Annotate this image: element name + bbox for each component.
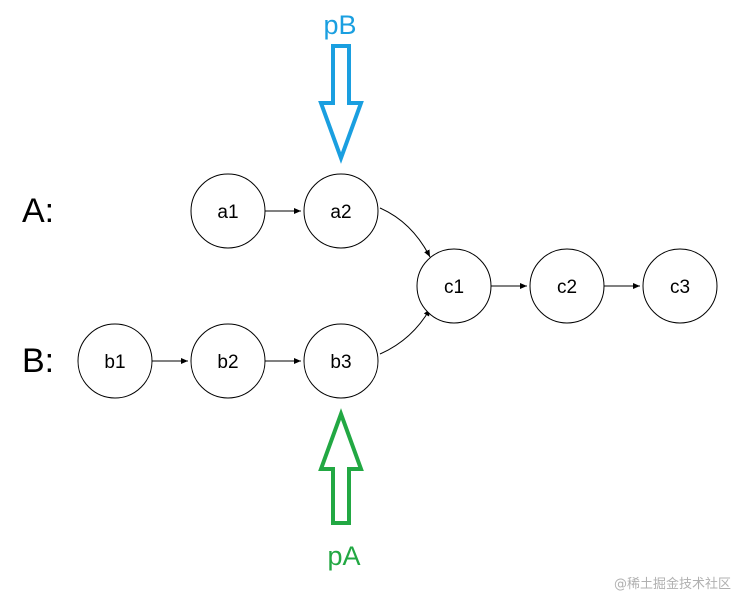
node-a2: a2 [303,173,379,249]
node-c2: c2 [529,248,605,324]
pointer-pa-arrow-icon [318,408,364,525]
node-b2-label: b2 [217,352,238,373]
node-b3-label: b3 [330,352,351,373]
node-c3-label: c3 [670,277,690,298]
edge-b3-c1 [379,308,431,355]
edge-a2-c1 [379,207,431,258]
node-a1-label: a1 [217,202,238,223]
node-c1: c1 [416,248,492,324]
watermark: @稀土掘金技术社区 [614,576,731,592]
node-c3: c3 [642,248,718,324]
node-b3: b3 [303,323,379,399]
pointer-pb-arrow-icon [318,44,364,164]
pointer-pb-label: pB [323,10,356,40]
list-a-label: A: [22,192,54,230]
edges [152,207,640,364]
node-c1-label: c1 [444,277,464,298]
node-a1: a1 [190,173,266,249]
node-b1: b1 [77,323,153,399]
pointer-pa-label: pA [327,541,360,571]
node-a2-label: a2 [330,202,351,223]
node-c2-label: c2 [557,277,577,298]
node-b1-label: b1 [104,352,125,373]
list-b-label: B: [22,342,54,380]
node-b2: b2 [190,323,266,399]
